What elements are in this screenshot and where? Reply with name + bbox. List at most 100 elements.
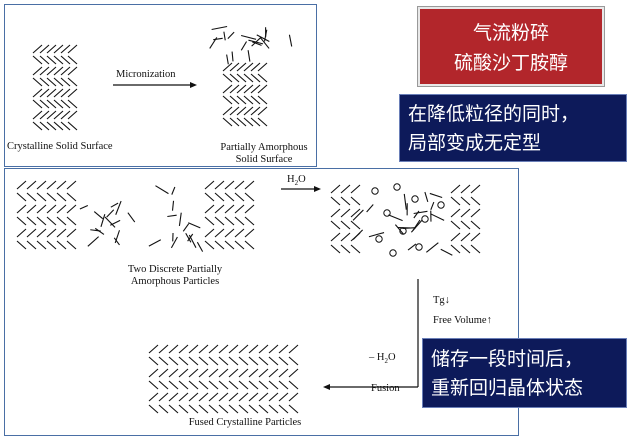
crystal-stroke	[250, 106, 261, 116]
crystal-stroke	[218, 356, 229, 366]
crystal-stroke	[39, 99, 50, 109]
crystal-stroke	[214, 216, 225, 226]
crystal-stroke	[158, 356, 169, 366]
crystal-stroke	[168, 392, 179, 402]
amorphous-stroke	[247, 50, 251, 62]
crystal-stroke	[46, 44, 57, 54]
crystal-stroke	[257, 62, 268, 72]
crystal-stroke	[204, 204, 215, 214]
crystal-stroke	[66, 240, 77, 250]
crystal-stroke	[46, 204, 57, 214]
amorphous-stroke	[240, 41, 248, 51]
crystal-stroke	[460, 196, 471, 206]
micronization-label: Micronization	[116, 69, 176, 80]
crystal-stroke	[214, 228, 225, 238]
crystal-stroke	[218, 404, 229, 414]
crystal-stroke	[178, 404, 189, 414]
crystal-stroke	[470, 208, 481, 218]
discrete-particles-caption: Two Discrete Partially Amorphous Particl…	[80, 264, 270, 288]
water-molecule	[375, 235, 383, 243]
crystal-stroke	[450, 208, 461, 218]
amorphous-stroke	[127, 212, 136, 223]
crystal-stroke	[224, 240, 235, 250]
crystal-stroke	[248, 356, 259, 366]
crystal-stroke	[229, 95, 240, 105]
crystal-stroke	[288, 356, 299, 366]
crystal-stroke	[450, 232, 461, 242]
crystal-stroke	[67, 88, 78, 98]
water-molecule	[421, 215, 429, 223]
crystal-stroke	[258, 404, 269, 414]
crystal-stroke	[243, 73, 254, 83]
crystal-stroke	[278, 356, 289, 366]
crystal-stroke	[257, 84, 268, 94]
crystal-stroke	[208, 392, 219, 402]
crystal-stroke	[222, 84, 233, 94]
crystal-stroke	[268, 344, 279, 354]
crystal-stroke	[236, 95, 247, 105]
crystal-stroke	[258, 368, 269, 378]
crystal-stroke	[250, 62, 261, 72]
crystal-stroke	[229, 73, 240, 83]
crystal-stroke	[278, 380, 289, 390]
crystal-stroke	[158, 344, 169, 354]
crystal-stroke	[470, 184, 481, 194]
crystal-stroke	[243, 117, 254, 127]
amorphous-stroke	[403, 193, 407, 210]
crystal-stroke	[39, 66, 50, 76]
amorphous-stroke	[252, 41, 262, 46]
crystal-stroke	[450, 196, 461, 206]
crystal-stroke	[350, 244, 361, 254]
crystal-stroke	[238, 368, 249, 378]
crystal-stroke	[178, 344, 189, 354]
crystal-stroke	[178, 356, 189, 366]
amorphous-stroke	[227, 31, 235, 40]
crystal-stroke	[16, 228, 27, 238]
crystal-stroke	[16, 216, 27, 226]
particles-caption-line1: Two Discrete Partially	[127, 264, 223, 275]
fused-particles-caption: Fused Crystalline Particles	[188, 417, 302, 428]
crystal-stroke	[350, 196, 361, 206]
crystal-stroke	[208, 368, 219, 378]
recrystallization-note-line2: 重新回归晶体状态	[431, 377, 584, 399]
crystal-stroke	[32, 88, 43, 98]
crystal-stroke	[229, 62, 240, 72]
amorphous-stroke	[90, 229, 101, 232]
amorphous-note-line1: 在降低粒径的同时，	[408, 103, 580, 125]
crystal-stroke	[26, 216, 37, 226]
crystal-stroke	[53, 55, 64, 65]
crystal-stroke	[214, 204, 225, 214]
crystal-stroke	[229, 117, 240, 127]
crystal-stroke	[188, 356, 199, 366]
crystal-stroke	[222, 117, 233, 127]
crystal-stroke	[330, 220, 341, 230]
amorphous-stroke	[368, 232, 385, 238]
crystal-stroke	[46, 55, 57, 65]
crystal-stroke	[340, 232, 351, 242]
crystal-stroke	[60, 99, 71, 109]
crystal-stroke	[32, 77, 43, 87]
crystal-stroke	[218, 344, 229, 354]
amorphous-stroke	[430, 201, 435, 211]
crystal-stroke	[60, 66, 71, 76]
crystal-stroke	[158, 380, 169, 390]
amorphous-stroke	[106, 209, 115, 218]
amorphous-caption-line2: Solid Surface	[235, 154, 293, 165]
amorphous-note-line2: 局部变成无定型	[408, 132, 542, 154]
crystal-stroke	[188, 368, 199, 378]
crystal-stroke	[60, 88, 71, 98]
amorphous-stroke	[196, 241, 204, 252]
crystal-stroke	[67, 77, 78, 87]
crystal-stroke	[222, 106, 233, 116]
crystal-stroke	[214, 240, 225, 250]
crystal-stroke	[257, 95, 268, 105]
crystal-stroke	[340, 184, 351, 194]
crystal-stroke	[278, 404, 289, 414]
water-molecule	[415, 243, 423, 251]
amorphous-stroke	[211, 25, 228, 31]
crystal-stroke	[46, 99, 57, 109]
crystal-stroke	[67, 66, 78, 76]
crystal-stroke	[198, 368, 209, 378]
crystal-stroke	[236, 84, 247, 94]
crystal-stroke	[258, 380, 269, 390]
